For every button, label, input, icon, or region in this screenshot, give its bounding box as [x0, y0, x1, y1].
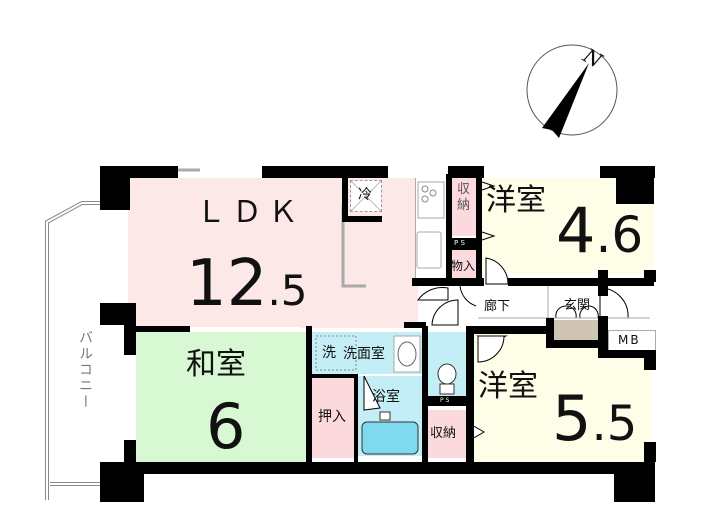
wall	[598, 270, 608, 296]
wall	[598, 316, 608, 356]
wall	[422, 326, 428, 462]
wall	[448, 166, 484, 178]
wall	[354, 374, 358, 462]
storage-top-label: 収納	[457, 182, 471, 213]
wall	[644, 442, 656, 462]
refrigerator-label: 冷	[358, 187, 372, 203]
monoire-closet	[450, 250, 478, 280]
wall	[306, 326, 312, 462]
wall	[422, 396, 470, 406]
compass: N	[522, 40, 622, 140]
balcony: バルコニー	[44, 200, 104, 500]
wall	[404, 322, 426, 328]
ldk-size-decimal: .5	[267, 266, 308, 315]
monoire-label: 物入	[451, 259, 476, 273]
storage-bottom-closet	[428, 410, 468, 458]
wall	[644, 270, 656, 282]
wall	[446, 238, 480, 250]
wall	[124, 440, 136, 462]
youshitsu-south-size: 5.5	[552, 388, 637, 450]
wall	[508, 278, 654, 286]
youshitsu-south-size-integer: 5	[552, 382, 592, 455]
ldk-size-integer: 12	[186, 247, 268, 321]
ps-top-label: P S	[454, 239, 465, 247]
ps-bottom-label: P S	[440, 397, 450, 404]
wall	[546, 318, 554, 346]
storage-top-closet	[450, 178, 478, 236]
wall	[476, 174, 482, 284]
balcony-label: バルコニー	[77, 330, 93, 410]
senmenshitsu-label: 洗面室	[343, 346, 385, 362]
youshitsu-north-size-integer: 4	[556, 194, 596, 267]
wall	[100, 166, 130, 210]
wall	[546, 340, 608, 348]
wall	[130, 166, 178, 178]
storage-bottom-label: 収納	[430, 426, 457, 441]
wall	[446, 174, 452, 284]
youshitsu-north-size-decimal: .6	[595, 206, 644, 264]
mb-label: MB	[618, 333, 641, 347]
wall	[616, 166, 654, 204]
bathroom-label: 浴室	[372, 389, 400, 405]
wall	[342, 216, 382, 222]
oshiire-closet	[312, 378, 354, 458]
wall	[306, 374, 358, 378]
wall	[412, 278, 484, 286]
oshiire-label: 押入	[318, 409, 346, 425]
north-arrow-icon	[526, 44, 618, 138]
washitsu-size: 6	[206, 390, 246, 463]
wall	[100, 462, 144, 502]
youshitsu-south-label: 洋室	[478, 369, 538, 404]
washitsu-room	[136, 332, 306, 462]
youshitsu-south-size-decimal: .5	[591, 396, 638, 452]
corridor-label: 廊下	[484, 299, 511, 314]
wall	[466, 326, 474, 462]
wall	[130, 326, 190, 332]
wall	[598, 350, 654, 358]
wall	[474, 326, 548, 334]
wall	[100, 462, 655, 474]
youshitsu-north-size: 4.6	[556, 200, 643, 262]
washer-label: 洗	[322, 345, 336, 361]
genkan-label: 玄関	[564, 298, 591, 313]
wall	[262, 166, 388, 178]
wall	[342, 174, 348, 218]
wall	[614, 462, 655, 502]
washitsu-label: 和室	[186, 347, 246, 382]
wall	[644, 350, 656, 370]
genkan-floor	[554, 320, 598, 340]
ldk-label: ＬＤＫ	[196, 195, 304, 230]
youshitsu-north-label: 洋室	[486, 183, 546, 218]
refrigerator-space: 冷	[350, 180, 382, 212]
ldk-size: 12.5	[186, 252, 308, 316]
